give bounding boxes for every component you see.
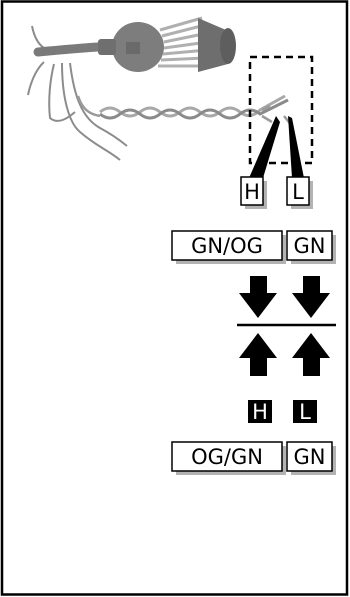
bottom-wire-labels: OG/GN GN (171, 441, 336, 475)
zoom-region-box (248, 55, 314, 165)
high-up-arrow (239, 333, 277, 376)
low-pin-callout (288, 116, 304, 178)
top-wire-labels: GN/OG GN (171, 230, 336, 264)
top-wire-low-color-label: GN (294, 234, 326, 258)
bottom-wire-low-color-label: GN (294, 445, 326, 469)
bottom-pin-low-label: L (299, 400, 311, 424)
bottom-pin-high-label: H (252, 400, 268, 424)
high-pin-callout (249, 116, 280, 178)
top-wire-high-color-label: GN/OG (191, 234, 263, 258)
wiring-harness-illustration (27, 16, 293, 161)
low-down-arrow (292, 276, 330, 318)
top-pin-high-label: H (244, 180, 260, 204)
bottom-wire-high-color-label: OG/GN (191, 445, 263, 469)
top-pin-labels: H L (240, 176, 313, 209)
bottom-pin-labels: H L (248, 400, 317, 424)
low-up-arrow (292, 333, 330, 376)
top-pin-low-label: L (292, 180, 304, 204)
high-down-arrow (239, 276, 277, 318)
connection-arrows (237, 276, 336, 376)
